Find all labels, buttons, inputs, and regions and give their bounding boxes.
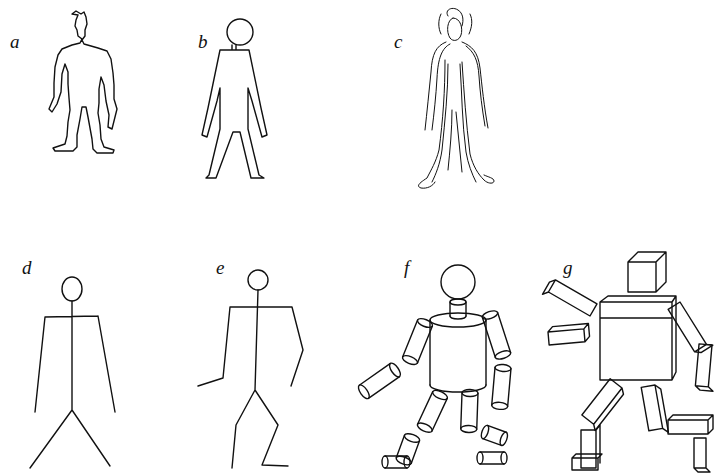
box-figure-part	[600, 296, 676, 380]
stick-figure	[30, 277, 115, 468]
cylinder-figure	[356, 265, 511, 468]
cylinder-figure-part	[461, 389, 478, 433]
stick-figure-part	[62, 277, 82, 301]
cylinder-figure-part-part	[481, 309, 498, 321]
box-figure-part-part	[579, 379, 626, 431]
box-figure-part-part	[695, 344, 717, 391]
cylinder-figure-part-part	[499, 431, 509, 446]
walking-stick-figure-part	[198, 290, 303, 468]
cylinder-figure-part-part	[430, 320, 486, 385]
cylinder-figure-part-part	[461, 425, 477, 433]
cylinder-figure-part-part	[491, 402, 508, 410]
figure-letter: e	[216, 258, 224, 277]
box-figure-part	[548, 323, 590, 345]
box-figure-part	[694, 438, 710, 472]
cylinder-figure-part-part	[403, 432, 420, 444]
cylinder-figure-part-part	[416, 317, 433, 329]
box-figure-part-part	[668, 415, 713, 434]
figure-letter: d	[22, 258, 32, 277]
box-figure-part-part	[668, 299, 713, 355]
box-figure-part-part	[581, 425, 600, 468]
cylinder-figure-part-part	[359, 363, 399, 398]
box-figure	[542, 252, 717, 472]
box-figure-part	[668, 415, 713, 434]
cylinder-figure-part-part	[431, 388, 448, 401]
box-figure-part-part	[572, 454, 602, 470]
sketch-figure-part	[439, 14, 472, 34]
figure-letter: b	[198, 32, 208, 51]
cylinder-figure-part	[480, 424, 509, 446]
box-figure-part	[572, 454, 602, 470]
cylinder-figure-part-part	[462, 389, 478, 397]
cylinder-figure-part-part	[501, 452, 507, 464]
box-figure-part	[579, 379, 626, 431]
cylinder-figure-part	[477, 452, 507, 464]
box-figure-part-part	[542, 278, 597, 320]
cylinder-figure-part-part	[418, 392, 448, 431]
cylinder-figure-part-part	[382, 456, 388, 468]
stick-figure-part	[30, 301, 115, 468]
cylinder-figure-part	[395, 432, 421, 467]
cylinder-figure-part-part	[416, 421, 433, 434]
cylinder-figure-part-part	[401, 354, 418, 366]
outline-figure-part	[202, 45, 267, 178]
sketch-figure-part	[419, 60, 445, 188]
cylinder-figure-part	[441, 265, 475, 299]
cylinder-figure-part-part	[477, 452, 483, 464]
figure-letter: c	[394, 32, 402, 51]
box-figure-part-part	[641, 384, 668, 436]
figure-letter: g	[563, 258, 573, 277]
cylinder-figure-part-part	[388, 361, 403, 378]
cylinder-figure-part-part	[492, 367, 511, 406]
cylinder-figure-part	[430, 313, 486, 392]
cylinder-figure-part-part	[480, 424, 490, 439]
sketch-figure-part	[462, 62, 494, 183]
box-figure-part	[668, 299, 713, 355]
cylinder-figure-part-part	[404, 456, 410, 468]
cylinder-figure-part-part	[461, 393, 478, 430]
sketch-figure-part	[432, 64, 448, 182]
cylinder-figure-part	[491, 364, 511, 410]
box-figure-part-part	[548, 323, 590, 345]
cylinder-figure-part	[481, 309, 511, 361]
walking-stick-figure	[198, 270, 303, 468]
cylinder-figure-part-part	[450, 316, 466, 319]
sketch-figure	[419, 8, 494, 188]
cylinder-figure-part-part	[450, 299, 466, 305]
outline-figure-part	[227, 19, 253, 45]
figure-letter: f	[404, 258, 409, 277]
sketch-figure-part	[448, 18, 462, 40]
cylinder-figure-part-part	[430, 313, 486, 327]
box-figure-part-part	[694, 438, 710, 472]
box-figure-part	[542, 278, 597, 320]
cylinder-figure-part-part	[403, 320, 433, 363]
cylinder-figure-part	[382, 456, 410, 468]
cylinder-figure-part-part	[356, 383, 371, 400]
figure-letter: a	[10, 32, 20, 51]
sketch-figure-part	[448, 110, 462, 172]
silhouette-figure-part	[49, 11, 117, 153]
cylinder-figure-part-part	[494, 349, 511, 361]
cylinder-figure-part	[356, 361, 402, 400]
cylinder-figure-part	[416, 388, 449, 434]
cylinder-figure-part-part	[495, 364, 512, 372]
box-figure-part	[628, 252, 666, 292]
walking-stick-figure-part	[248, 270, 268, 290]
sketch-figure-part	[460, 64, 476, 182]
silhouette-figure	[49, 11, 117, 153]
outline-figure	[202, 19, 267, 178]
box-figure-part	[695, 344, 717, 391]
sketch-figure-part	[447, 8, 463, 26]
box-figure-part	[641, 384, 668, 436]
cylinder-figure-part	[450, 299, 466, 319]
sketch-figure-part	[425, 42, 450, 130]
cylinder-figure-part	[401, 317, 433, 367]
box-figure-part	[581, 425, 600, 468]
